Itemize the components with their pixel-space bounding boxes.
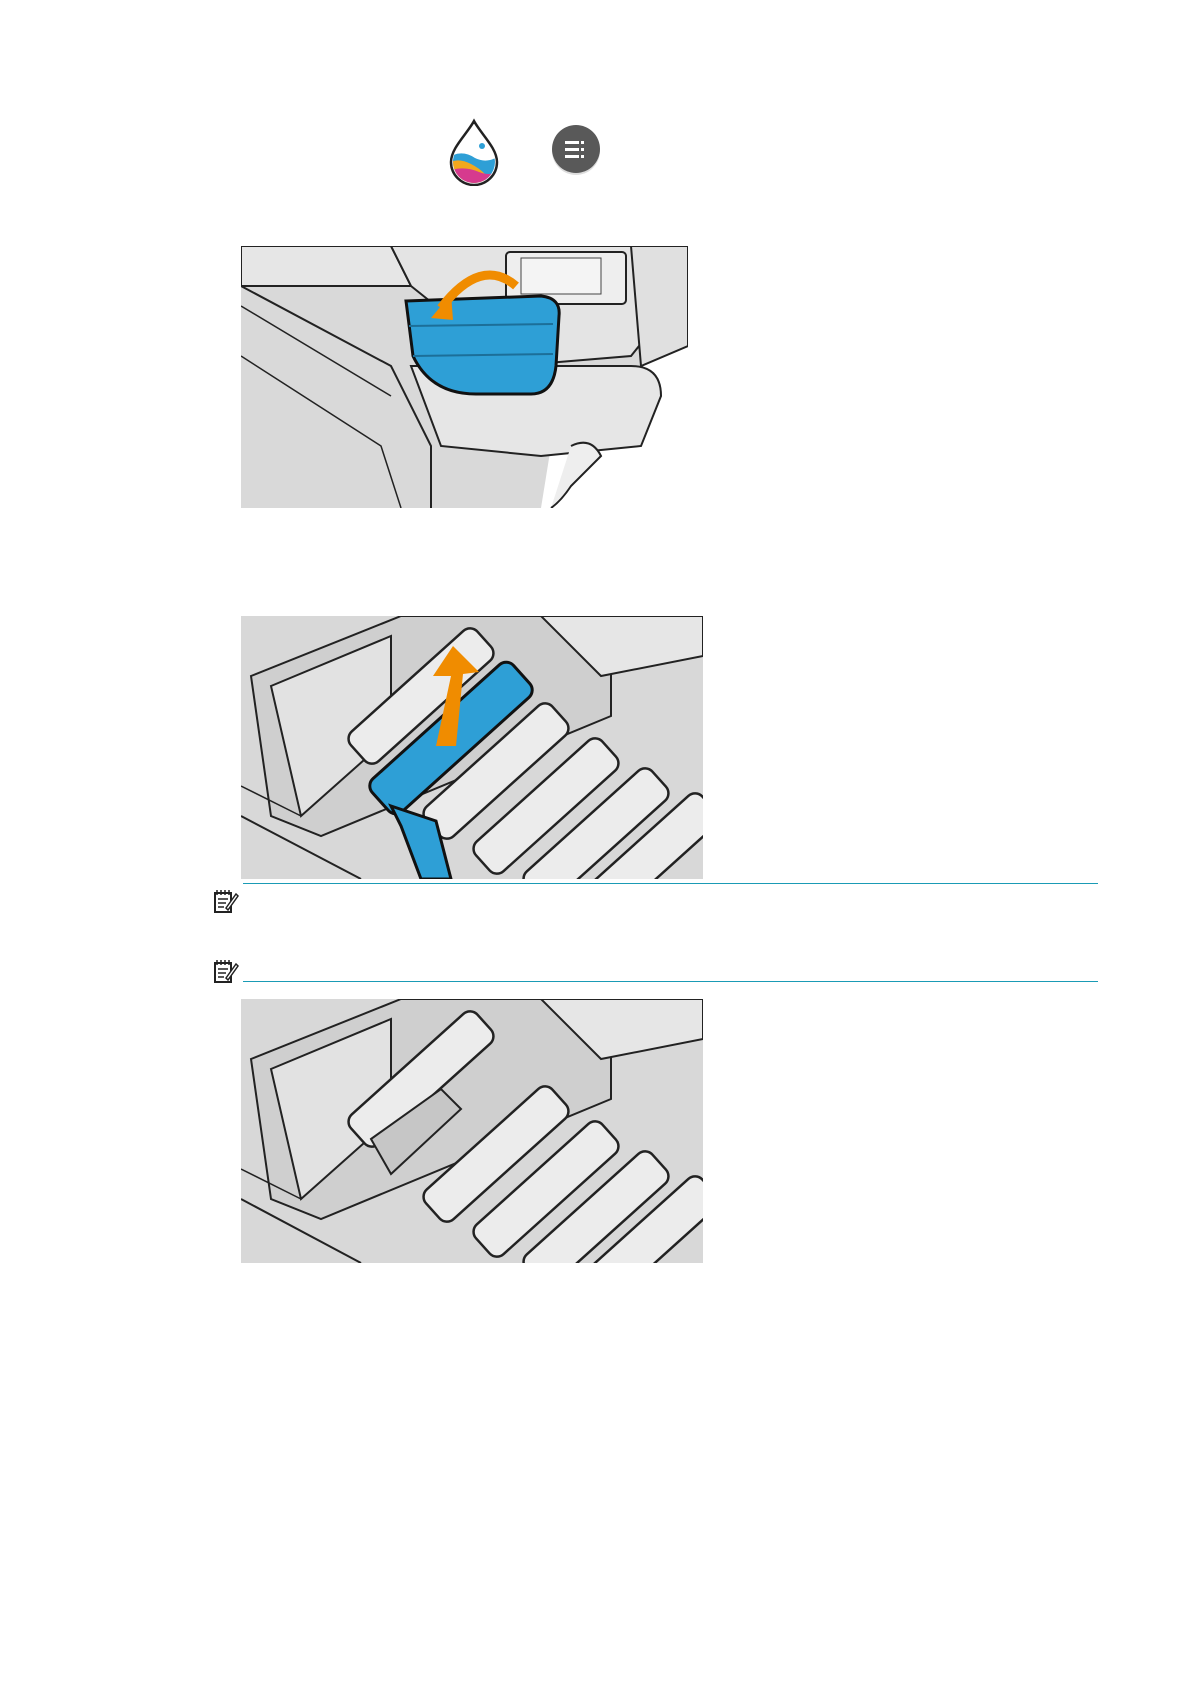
- note-rule-bottom: [243, 981, 1098, 982]
- printer-cover-icon: [241, 246, 688, 508]
- open-ink-cover-illustration: [241, 246, 688, 508]
- cartridge-slots-icon: [241, 999, 703, 1263]
- note-rule-top: [243, 883, 1098, 884]
- ink-drop-icon[interactable]: [445, 118, 503, 186]
- note-icon: [213, 958, 239, 984]
- cartridge-removal-icon: [241, 616, 703, 879]
- menu-icon[interactable]: [550, 124, 602, 176]
- note-icon: [213, 888, 239, 914]
- empty-cartridge-slot-illustration: [241, 999, 703, 1263]
- remove-cartridge-illustration: [241, 616, 703, 879]
